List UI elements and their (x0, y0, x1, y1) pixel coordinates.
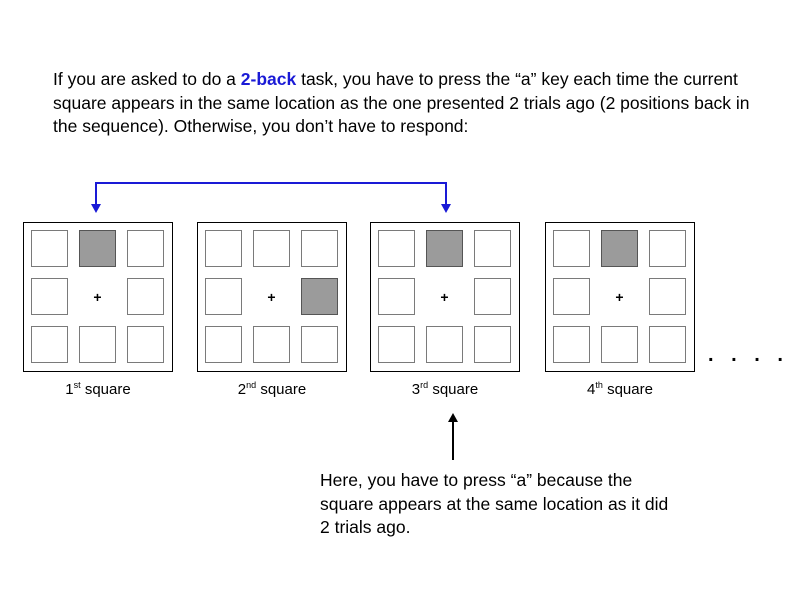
link-arrowhead-first (91, 204, 101, 213)
sequence-continuation: . . . . (708, 344, 789, 366)
explanation-note: Here, you have to press “a” because the … (320, 470, 669, 537)
fixation-cross: + (615, 288, 624, 305)
empty-cell (601, 326, 638, 363)
target-square (426, 230, 463, 267)
grid-panel-4: + (545, 222, 695, 372)
instruction-text: If you are asked to do a 2-back task, yo… (53, 68, 773, 139)
panel-label-number: 4 (587, 381, 596, 398)
panel-label-number: 1 (65, 381, 74, 398)
empty-cell (79, 326, 116, 363)
empty-cell (127, 326, 164, 363)
task-name-highlight: 2-back (240, 69, 297, 89)
panel-label-text: square (602, 381, 653, 398)
empty-cell (649, 230, 686, 267)
empty-cell (378, 230, 415, 267)
panel-label-ordinal: nd (246, 380, 257, 390)
empty-cell (205, 278, 242, 315)
panel-label-text: square (256, 381, 307, 398)
link-bracket (95, 182, 447, 205)
grid-panel-1: + (23, 222, 173, 372)
empty-cell (426, 326, 463, 363)
panel-label-text: square (428, 381, 479, 398)
empty-cell (127, 230, 164, 267)
grid-panel-2: + (197, 222, 347, 372)
empty-cell (301, 326, 338, 363)
instruction-text-start: If you are asked to do a (53, 69, 241, 89)
panel-label-3: 3rd square (370, 380, 520, 399)
empty-cell (553, 230, 590, 267)
empty-cell (649, 326, 686, 363)
panel-label-ordinal: rd (420, 380, 429, 390)
target-square (601, 230, 638, 267)
empty-cell (378, 278, 415, 315)
instruction-text-end: task, you have to press the “a” key each… (53, 69, 750, 136)
grid-panel-3: + (370, 222, 520, 372)
fixation-cross: + (267, 288, 276, 305)
panel-label-ordinal: st (73, 380, 81, 390)
empty-cell (205, 326, 242, 363)
empty-cell (31, 230, 68, 267)
panel-label-4: 4th square (545, 380, 695, 399)
panel-label-1: 1st square (23, 380, 173, 399)
empty-cell (474, 278, 511, 315)
empty-cell (127, 278, 164, 315)
fixation-cross: + (93, 288, 102, 305)
empty-cell (553, 278, 590, 315)
panel-label-number: 2 (237, 381, 247, 398)
empty-cell (378, 326, 415, 363)
panel-label-text: square (80, 381, 131, 398)
empty-cell (649, 278, 686, 315)
panel-label-ordinal: th (595, 380, 603, 390)
target-square (301, 278, 338, 315)
note-pointer-arrowhead (448, 413, 458, 422)
target-square (79, 230, 116, 267)
empty-cell (474, 230, 511, 267)
fixation-cross: + (440, 288, 449, 305)
link-arrowhead-third (441, 204, 451, 213)
empty-cell (553, 326, 590, 363)
empty-cell (253, 230, 290, 267)
empty-cell (474, 326, 511, 363)
empty-cell (205, 230, 242, 267)
panel-label-number: 3 (411, 381, 421, 398)
empty-cell (31, 278, 68, 315)
panel-label-2: 2nd square (197, 380, 347, 399)
empty-cell (31, 326, 68, 363)
empty-cell (301, 230, 338, 267)
empty-cell (253, 326, 290, 363)
